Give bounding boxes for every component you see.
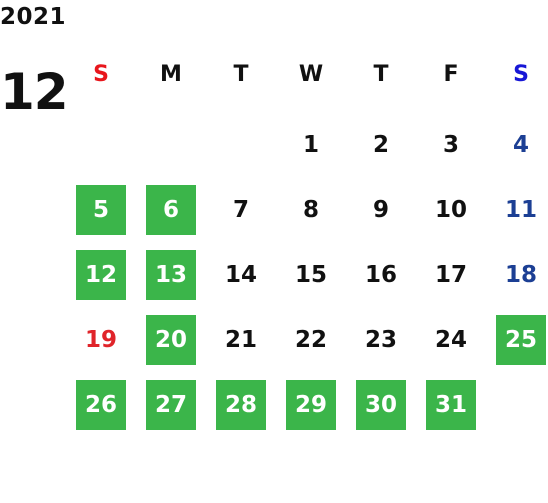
calendar-day-cell[interactable]: 13 bbox=[135, 250, 205, 315]
calendar-empty-cell bbox=[65, 120, 135, 185]
weekday-header: M bbox=[135, 50, 205, 115]
calendar-day-cell[interactable]: 24 bbox=[415, 315, 485, 380]
calendar-day-cell[interactable]: 29 bbox=[275, 380, 345, 445]
calendar-day-cell[interactable]: 26 bbox=[65, 380, 135, 445]
calendar-day-number: 8 bbox=[302, 196, 319, 223]
calendar-day-cell[interactable]: 10 bbox=[415, 185, 485, 250]
calendar-day-number: 1 bbox=[302, 131, 319, 158]
calendar-day-cell[interactable]: 30 bbox=[345, 380, 415, 445]
calendar-day-cell[interactable]: 19 bbox=[65, 315, 135, 380]
calendar-day-cell[interactable]: 25 bbox=[485, 315, 548, 380]
calendar-empty-cell bbox=[205, 120, 275, 185]
calendar-day-number: 13 bbox=[146, 250, 196, 300]
calendar-day-number: 30 bbox=[356, 380, 406, 430]
calendar-day-cell[interactable]: 7 bbox=[205, 185, 275, 250]
calendar-day-number: 11 bbox=[504, 196, 537, 223]
weekday-header: S bbox=[65, 50, 135, 115]
calendar-day-number: 21 bbox=[224, 326, 257, 353]
weekday-label: S bbox=[93, 62, 109, 87]
calendar-day-cell[interactable]: 3 bbox=[415, 120, 485, 185]
weekday-label: F bbox=[443, 62, 459, 87]
weekday-label: M bbox=[160, 62, 182, 87]
calendar-day-number: 12 bbox=[76, 250, 126, 300]
calendar-day-number: 10 bbox=[434, 196, 467, 223]
calendar-day-number: 16 bbox=[364, 261, 397, 288]
weekday-label: T bbox=[233, 62, 249, 87]
calendar-day-cell[interactable]: 15 bbox=[275, 250, 345, 315]
calendar-month: 12 bbox=[0, 63, 69, 121]
calendar-day-number: 29 bbox=[286, 380, 336, 430]
weekday-header: F bbox=[415, 50, 485, 115]
calendar-week-row: 12 13 14 15 16 17 18 bbox=[65, 250, 548, 315]
calendar-day-number bbox=[216, 120, 266, 170]
calendar-day-number: 25 bbox=[496, 315, 546, 365]
calendar-day-number: 15 bbox=[294, 261, 327, 288]
calendar-day-cell[interactable]: 20 bbox=[135, 315, 205, 380]
calendar-year: 2021 bbox=[0, 4, 67, 30]
calendar-day-cell[interactable]: 5 bbox=[65, 185, 135, 250]
calendar-day-number bbox=[146, 120, 196, 170]
calendar-day-cell[interactable]: 27 bbox=[135, 380, 205, 445]
calendar-day-cell[interactable]: 28 bbox=[205, 380, 275, 445]
weekday-label: T bbox=[373, 62, 389, 87]
calendar-day-number: 26 bbox=[76, 380, 126, 430]
calendar-day-cell[interactable]: 9 bbox=[345, 185, 415, 250]
calendar-day-number: 2 bbox=[372, 131, 389, 158]
calendar-day-number: 7 bbox=[232, 196, 249, 223]
calendar-day-cell[interactable]: 1 bbox=[275, 120, 345, 185]
calendar-day-number: 18 bbox=[504, 261, 537, 288]
calendar-day-cell[interactable]: 18 bbox=[485, 250, 548, 315]
weekday-header: T bbox=[205, 50, 275, 115]
calendar-day-cell[interactable]: 31 bbox=[415, 380, 485, 445]
calendar-empty-cell bbox=[485, 380, 548, 445]
calendar-day-cell[interactable]: 6 bbox=[135, 185, 205, 250]
calendar-day-number: 5 bbox=[76, 185, 126, 235]
calendar-week-row: 1 2 3 4 bbox=[65, 120, 548, 185]
calendar-day-number: 31 bbox=[426, 380, 476, 430]
weekday-header: S bbox=[485, 50, 548, 115]
calendar-day-number: 23 bbox=[364, 326, 397, 353]
calendar-day-cell[interactable]: 22 bbox=[275, 315, 345, 380]
calendar-day-number: 14 bbox=[224, 261, 257, 288]
weekday-label: W bbox=[298, 62, 324, 87]
calendar-day-cell[interactable]: 17 bbox=[415, 250, 485, 315]
calendar-day-cell[interactable]: 4 bbox=[485, 120, 548, 185]
calendar-day-number: 27 bbox=[146, 380, 196, 430]
calendar-day-cell[interactable]: 14 bbox=[205, 250, 275, 315]
calendar-empty-cell bbox=[135, 120, 205, 185]
weekday-header: W bbox=[275, 50, 345, 115]
calendar-week-row: 26 27 28 29 30 31 bbox=[65, 380, 548, 445]
calendar-day-number: 24 bbox=[434, 326, 467, 353]
calendar-day-cell[interactable]: 8 bbox=[275, 185, 345, 250]
calendar-week-row: 19 20 21 22 23 24 25 bbox=[65, 315, 548, 380]
calendar-day-number: 3 bbox=[442, 131, 459, 158]
calendar-day-cell[interactable]: 2 bbox=[345, 120, 415, 185]
calendar-day-cell[interactable]: 12 bbox=[65, 250, 135, 315]
calendar-day-number: 4 bbox=[512, 131, 529, 158]
calendar-day-cell[interactable]: 23 bbox=[345, 315, 415, 380]
weekday-label: S bbox=[513, 62, 529, 87]
calendar-day-cell[interactable]: 16 bbox=[345, 250, 415, 315]
calendar-day-number: 19 bbox=[84, 326, 117, 353]
calendar-day-number bbox=[496, 380, 546, 430]
weekday-header: T bbox=[345, 50, 415, 115]
calendar-day-number: 6 bbox=[146, 185, 196, 235]
calendar-day-cell[interactable]: 11 bbox=[485, 185, 548, 250]
weekday-header-row: S M T W T F S bbox=[65, 50, 548, 115]
calendar-day-number: 17 bbox=[434, 261, 467, 288]
calendar-day-number bbox=[76, 120, 126, 170]
calendar-day-cell[interactable]: 21 bbox=[205, 315, 275, 380]
calendar-day-number: 28 bbox=[216, 380, 266, 430]
calendar-day-number: 20 bbox=[146, 315, 196, 365]
calendar-day-number: 22 bbox=[294, 326, 327, 353]
calendar-day-number: 9 bbox=[372, 196, 389, 223]
